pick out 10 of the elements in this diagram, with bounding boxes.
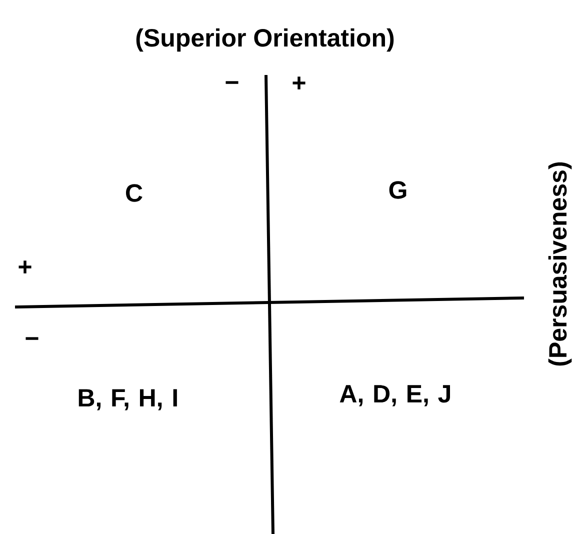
sign-label: −: [226, 81, 238, 84]
quadrant-label: G: [389, 181, 406, 199]
axis-label: (Persuasiveness): [548, 162, 572, 366]
axis-label: (Superior Orientation): [136, 28, 394, 52]
quadrant-label: B, F, H, I: [78, 389, 177, 410]
sign-label: −: [26, 337, 38, 340]
quadrant-label: A, D, E, J: [340, 385, 450, 406]
sign-label: +: [18, 260, 32, 274]
quadrant-label: C: [126, 184, 142, 202]
sign-label: +: [292, 76, 306, 90]
